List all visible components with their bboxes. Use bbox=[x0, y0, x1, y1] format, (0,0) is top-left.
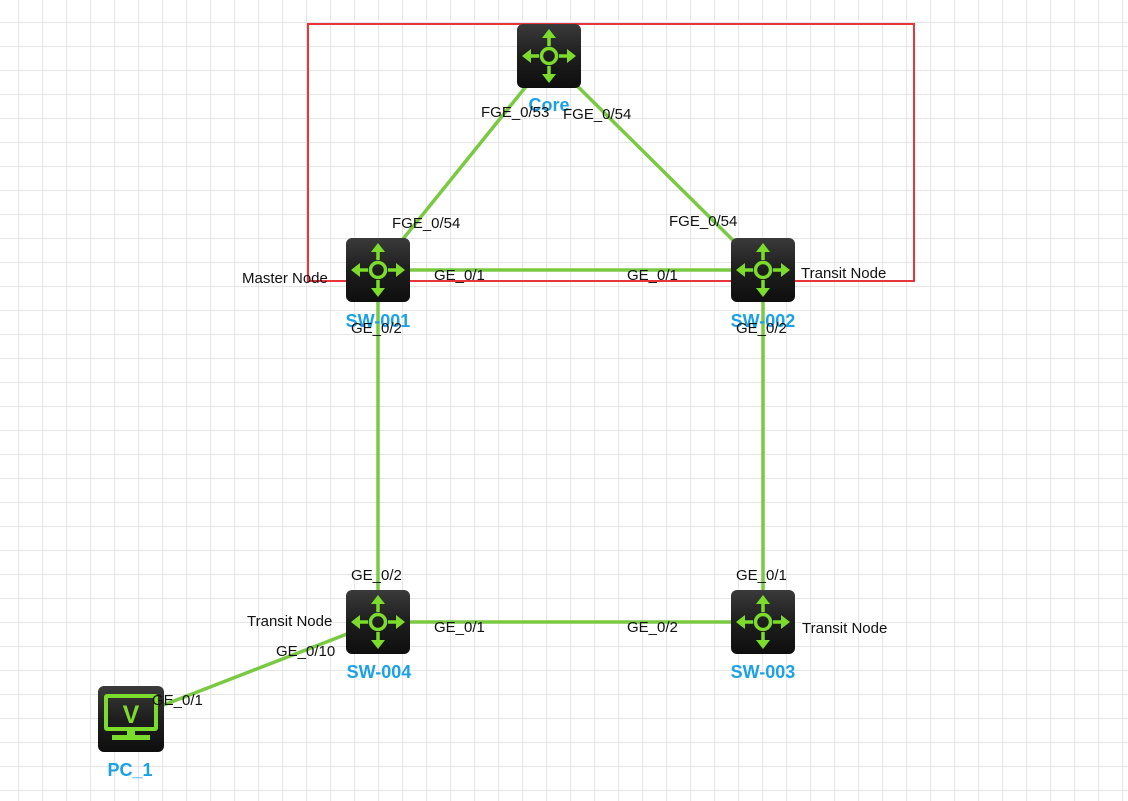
link-sw004-pc1[interactable] bbox=[129, 620, 379, 720]
switch-arrows-icon bbox=[346, 590, 410, 654]
links-layer bbox=[129, 56, 765, 720]
port-label: GE_0/1 bbox=[152, 692, 203, 709]
port-label: GE_0/2 bbox=[351, 320, 402, 337]
device-sw003[interactable] bbox=[731, 590, 795, 654]
port-label: GE_0/10 bbox=[276, 643, 335, 660]
device-label-sw002: SW-002 bbox=[731, 311, 796, 331]
device-sw002[interactable] bbox=[731, 238, 795, 302]
switch-arrows-icon bbox=[517, 24, 581, 88]
selection-rectangle[interactable] bbox=[307, 23, 915, 282]
pc-glyph: V bbox=[123, 701, 140, 729]
switch-arrows-icon bbox=[731, 238, 795, 302]
device-label-sw001: SW-001 bbox=[346, 311, 411, 331]
port-label: FGE_0/54 bbox=[392, 215, 460, 232]
role-label-sw003: Transit Node bbox=[802, 620, 887, 637]
port-label: GE_0/1 bbox=[736, 567, 787, 584]
link-core-sw002[interactable] bbox=[547, 56, 765, 272]
device-label-sw004: SW-004 bbox=[347, 662, 412, 682]
role-label-sw004: Transit Node bbox=[247, 613, 332, 630]
port-label: GE_0/1 bbox=[627, 267, 678, 284]
port-label: FGE_0/54 bbox=[563, 106, 631, 123]
port-label: FGE_0/54 bbox=[669, 213, 737, 230]
switch-arrows-icon bbox=[731, 590, 795, 654]
port-label: GE_0/2 bbox=[627, 619, 678, 636]
device-label-pc1: PC_1 bbox=[107, 760, 152, 780]
port-label: FGE_0/53 bbox=[481, 104, 549, 121]
pc-monitor-icon: V bbox=[104, 694, 158, 740]
role-label-sw002: Transit Node bbox=[801, 265, 886, 282]
port-label: GE_0/1 bbox=[434, 619, 485, 636]
switch-arrows-icon bbox=[346, 238, 410, 302]
link-core-sw001[interactable] bbox=[376, 56, 551, 272]
device-label-core: Core bbox=[528, 95, 569, 115]
device-sw004[interactable] bbox=[346, 590, 410, 654]
device-core[interactable] bbox=[517, 24, 581, 88]
port-label: GE_0/1 bbox=[434, 267, 485, 284]
device-label-sw003: SW-003 bbox=[731, 662, 796, 682]
port-label: GE_0/2 bbox=[736, 320, 787, 337]
device-pc1[interactable]: V bbox=[98, 686, 164, 752]
port-label: GE_0/2 bbox=[351, 567, 402, 584]
device-sw001[interactable] bbox=[346, 238, 410, 302]
role-label-sw001: Master Node bbox=[242, 270, 328, 287]
